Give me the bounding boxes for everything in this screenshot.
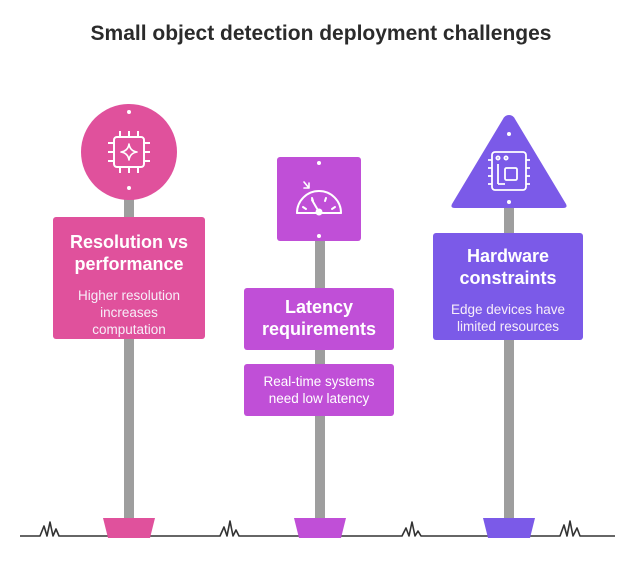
speedometer-icon — [296, 181, 342, 216]
sign-triangle-hardware — [451, 115, 567, 208]
pole-hardware — [504, 200, 514, 520]
chip-sparkle-icon — [108, 131, 150, 173]
sign-board-latency-description: Real-time systems need low latency — [244, 364, 394, 416]
sign-board-latency: Latency requirements — [244, 288, 394, 350]
base-hardware — [483, 518, 535, 538]
base-latency — [294, 518, 346, 538]
base-resolution — [103, 518, 155, 538]
sign-board-resolution: Resolution vs performance Higher resolut… — [53, 217, 205, 339]
sign-heading: Latency requirements — [261, 297, 377, 339]
sign-square-latency — [277, 157, 361, 241]
circuit-board-icon — [488, 151, 530, 191]
page-title: Small object detection deployment challe… — [90, 22, 552, 45]
sign-description: Higher resolution increases computation — [77, 288, 181, 337]
sign-board-hardware: Hardware constraints Edge devices have l… — [433, 233, 583, 340]
sign-description: Edge devices have limited resources — [450, 302, 566, 334]
sign-heading: Resolution vs performance — [69, 232, 189, 274]
sign-heading: Hardware constraints — [459, 246, 557, 288]
sign-circle-resolution — [81, 104, 177, 200]
sign-description: Real-time systems need low latency — [263, 374, 375, 406]
pole-resolution — [124, 170, 134, 520]
